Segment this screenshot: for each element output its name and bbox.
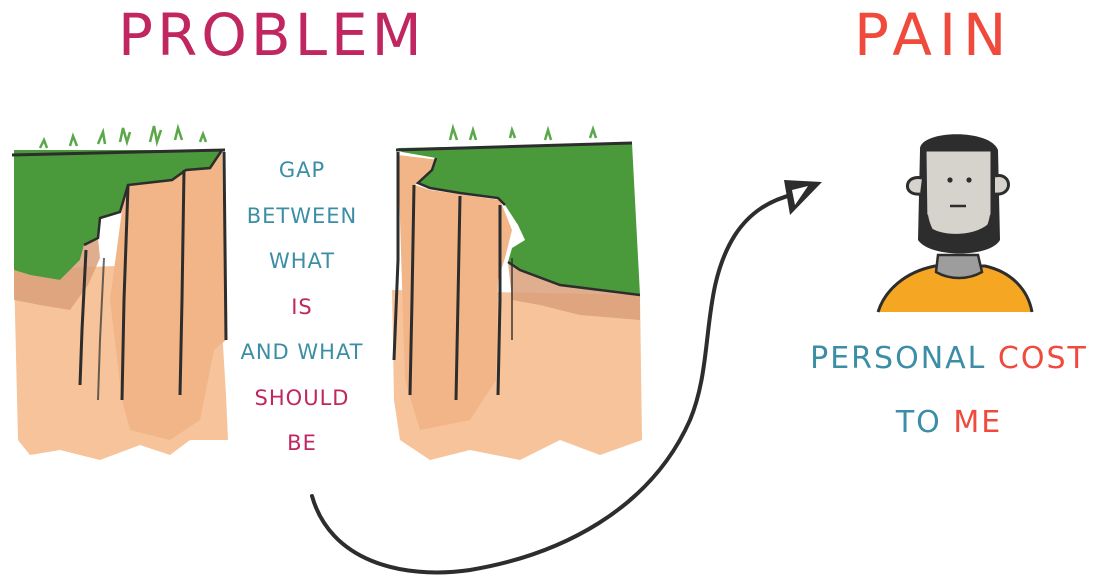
pain-line-1: PERSONAL COST [784,344,1114,374]
me-label: ME [953,405,1003,440]
gap-line-6: SHOULD [254,385,350,410]
left-cliff-icon [11,123,228,460]
curved-arrow-icon [310,180,822,575]
pain-title: PAIN [854,1,1014,69]
to-label: TO [895,405,942,440]
pain-definition: PERSONAL COST TO ME [784,344,1114,438]
right-cliff-icon [392,123,642,460]
gap-line-5: AND WHAT [240,340,364,364]
cost-label: COST [997,341,1088,376]
person-icon [876,134,1034,313]
gap-line-3: WHAT [268,249,336,273]
gap-line-2: BETWEEN [246,203,358,228]
personal-label: PERSONAL [810,341,987,376]
gap-line-1: GAP [278,158,326,182]
pain-line-2: TO ME [784,408,1114,438]
gap-definition: GAP BETWEEN WHAT IS AND WHAT SHOULD BE [226,148,378,467]
gap-line-4: IS [291,294,313,319]
gap-line-7: BE [287,431,317,455]
problem-title: PROBLEM [118,1,426,69]
